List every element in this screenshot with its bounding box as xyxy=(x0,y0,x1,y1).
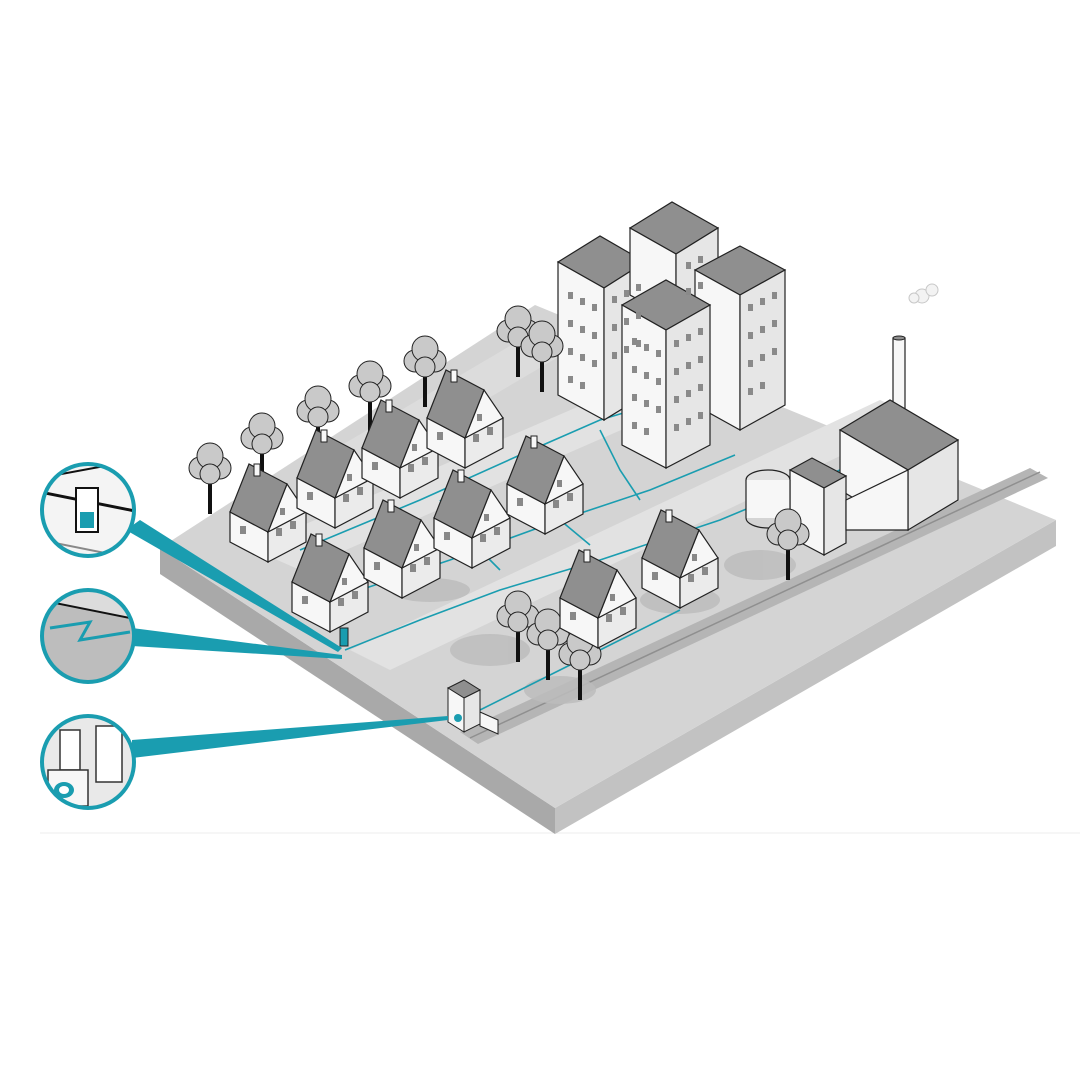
house xyxy=(641,509,719,609)
tree xyxy=(520,320,564,392)
tree xyxy=(526,608,570,680)
meter-box-icon xyxy=(339,627,349,647)
smoke-icon xyxy=(908,283,939,304)
house xyxy=(296,429,374,529)
apartment-windows xyxy=(568,256,777,435)
pipe-joint-icon xyxy=(49,620,131,642)
house xyxy=(559,549,637,649)
ground-front-face xyxy=(160,548,555,834)
house xyxy=(426,369,504,469)
tree xyxy=(496,590,540,662)
apartment-block-4 xyxy=(620,279,712,469)
houses xyxy=(229,369,719,649)
tree xyxy=(766,508,810,580)
house xyxy=(506,435,584,535)
callout-pipe-joint xyxy=(40,588,136,684)
valve-icon xyxy=(454,714,462,722)
callout-meter-cabinet xyxy=(40,462,136,558)
road-main xyxy=(250,380,690,570)
house xyxy=(291,533,369,633)
house xyxy=(433,469,511,569)
road-south xyxy=(350,400,920,670)
house xyxy=(361,399,439,499)
tree xyxy=(188,442,232,514)
tree xyxy=(403,335,447,407)
callout-leaders xyxy=(126,520,448,758)
ground-side-face xyxy=(555,520,1056,834)
house xyxy=(363,499,441,599)
tree xyxy=(240,412,284,484)
pumping-station xyxy=(339,627,499,735)
trees xyxy=(188,305,810,700)
callout-valve-chamber xyxy=(40,714,136,810)
tree xyxy=(348,360,392,432)
house xyxy=(229,463,307,563)
